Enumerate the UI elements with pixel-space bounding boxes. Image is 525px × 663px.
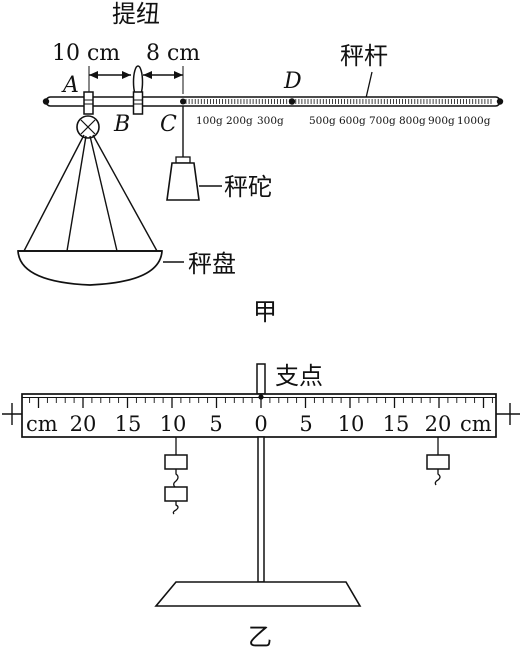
figure-a: 提纽 10 cm 8 cm A B C D 秤杆 [17, 0, 504, 326]
weighing-pan [17, 250, 163, 286]
label-beam: 秤杆 [340, 42, 388, 70]
ruler-unit-right: cm [460, 412, 492, 436]
scale-label: 700g [369, 115, 396, 127]
ruler-graduation [29, 397, 493, 408]
hook-mass [164, 454, 188, 488]
counterweight [166, 106, 200, 201]
scale-label: 1000g [457, 115, 491, 127]
ruler-number: 10 [160, 412, 187, 436]
point-c-dot [180, 98, 186, 105]
beam-scale-labels: 100g 200g 300g 500g 600g 700g 800g 900g … [196, 115, 491, 127]
scale-label: 800g [399, 115, 426, 127]
pivot-pin [256, 363, 266, 395]
lifting-handle [132, 65, 144, 115]
dim-left-label: 10 cm [52, 41, 120, 66]
ruler-number: 5 [209, 412, 222, 436]
beam-graduation [185, 99, 492, 104]
steelyard-beam [42, 96, 504, 107]
hook-mass [426, 454, 450, 486]
ruler-number: 15 [115, 412, 142, 436]
point-b-label: B [113, 112, 130, 137]
ruler-numbers: 20 15 10 5 0 5 10 15 20 [70, 412, 452, 436]
point-c-label: C [160, 112, 177, 137]
dim-left-arrow [88, 66, 131, 92]
point-d-dot [288, 98, 296, 105]
ruler-number: 20 [70, 412, 97, 436]
ruler-unit-left: cm [26, 412, 58, 436]
point-a-label: A [61, 73, 79, 98]
caption-a: 甲 [253, 298, 277, 326]
ruler-number: 10 [338, 412, 365, 436]
scale-label: 900g [428, 115, 455, 127]
beam-leader [365, 71, 373, 99]
pan-hanger [76, 91, 100, 139]
figure-b: 支点 cm cm 20 15 10 5 0 5 10 [2, 362, 520, 651]
scale-label: 200g [226, 115, 253, 127]
ruler-number: 15 [383, 412, 410, 436]
label-tiniu: 提纽 [112, 0, 160, 28]
pivot-point [258, 394, 264, 400]
support-stand [154, 436, 362, 607]
dim-right-label: 8 cm [146, 41, 200, 66]
ruler-number: 5 [299, 412, 312, 436]
dim-right-arrow [143, 66, 184, 94]
hook-mass [164, 486, 188, 515]
ruler-number: 20 [425, 412, 452, 436]
scale-label: 600g [339, 115, 366, 127]
ruler-end-right [496, 403, 520, 425]
scale-label: 500g [309, 115, 336, 127]
caption-b: 乙 [248, 623, 272, 651]
scale-label: 100g [196, 115, 223, 127]
left-masses [164, 437, 188, 515]
ruler-end-left [2, 403, 22, 425]
label-pivot: 支点 [275, 362, 323, 390]
scale-label: 300g [257, 115, 284, 127]
right-masses [426, 437, 450, 486]
pan-strings [23, 134, 158, 252]
point-d-label: D [283, 69, 302, 94]
ruler-number: 0 [254, 412, 267, 436]
lever-ruler [21, 393, 497, 438]
label-pan: 秤盘 [188, 250, 236, 278]
label-weight: 秤砣 [224, 173, 272, 201]
